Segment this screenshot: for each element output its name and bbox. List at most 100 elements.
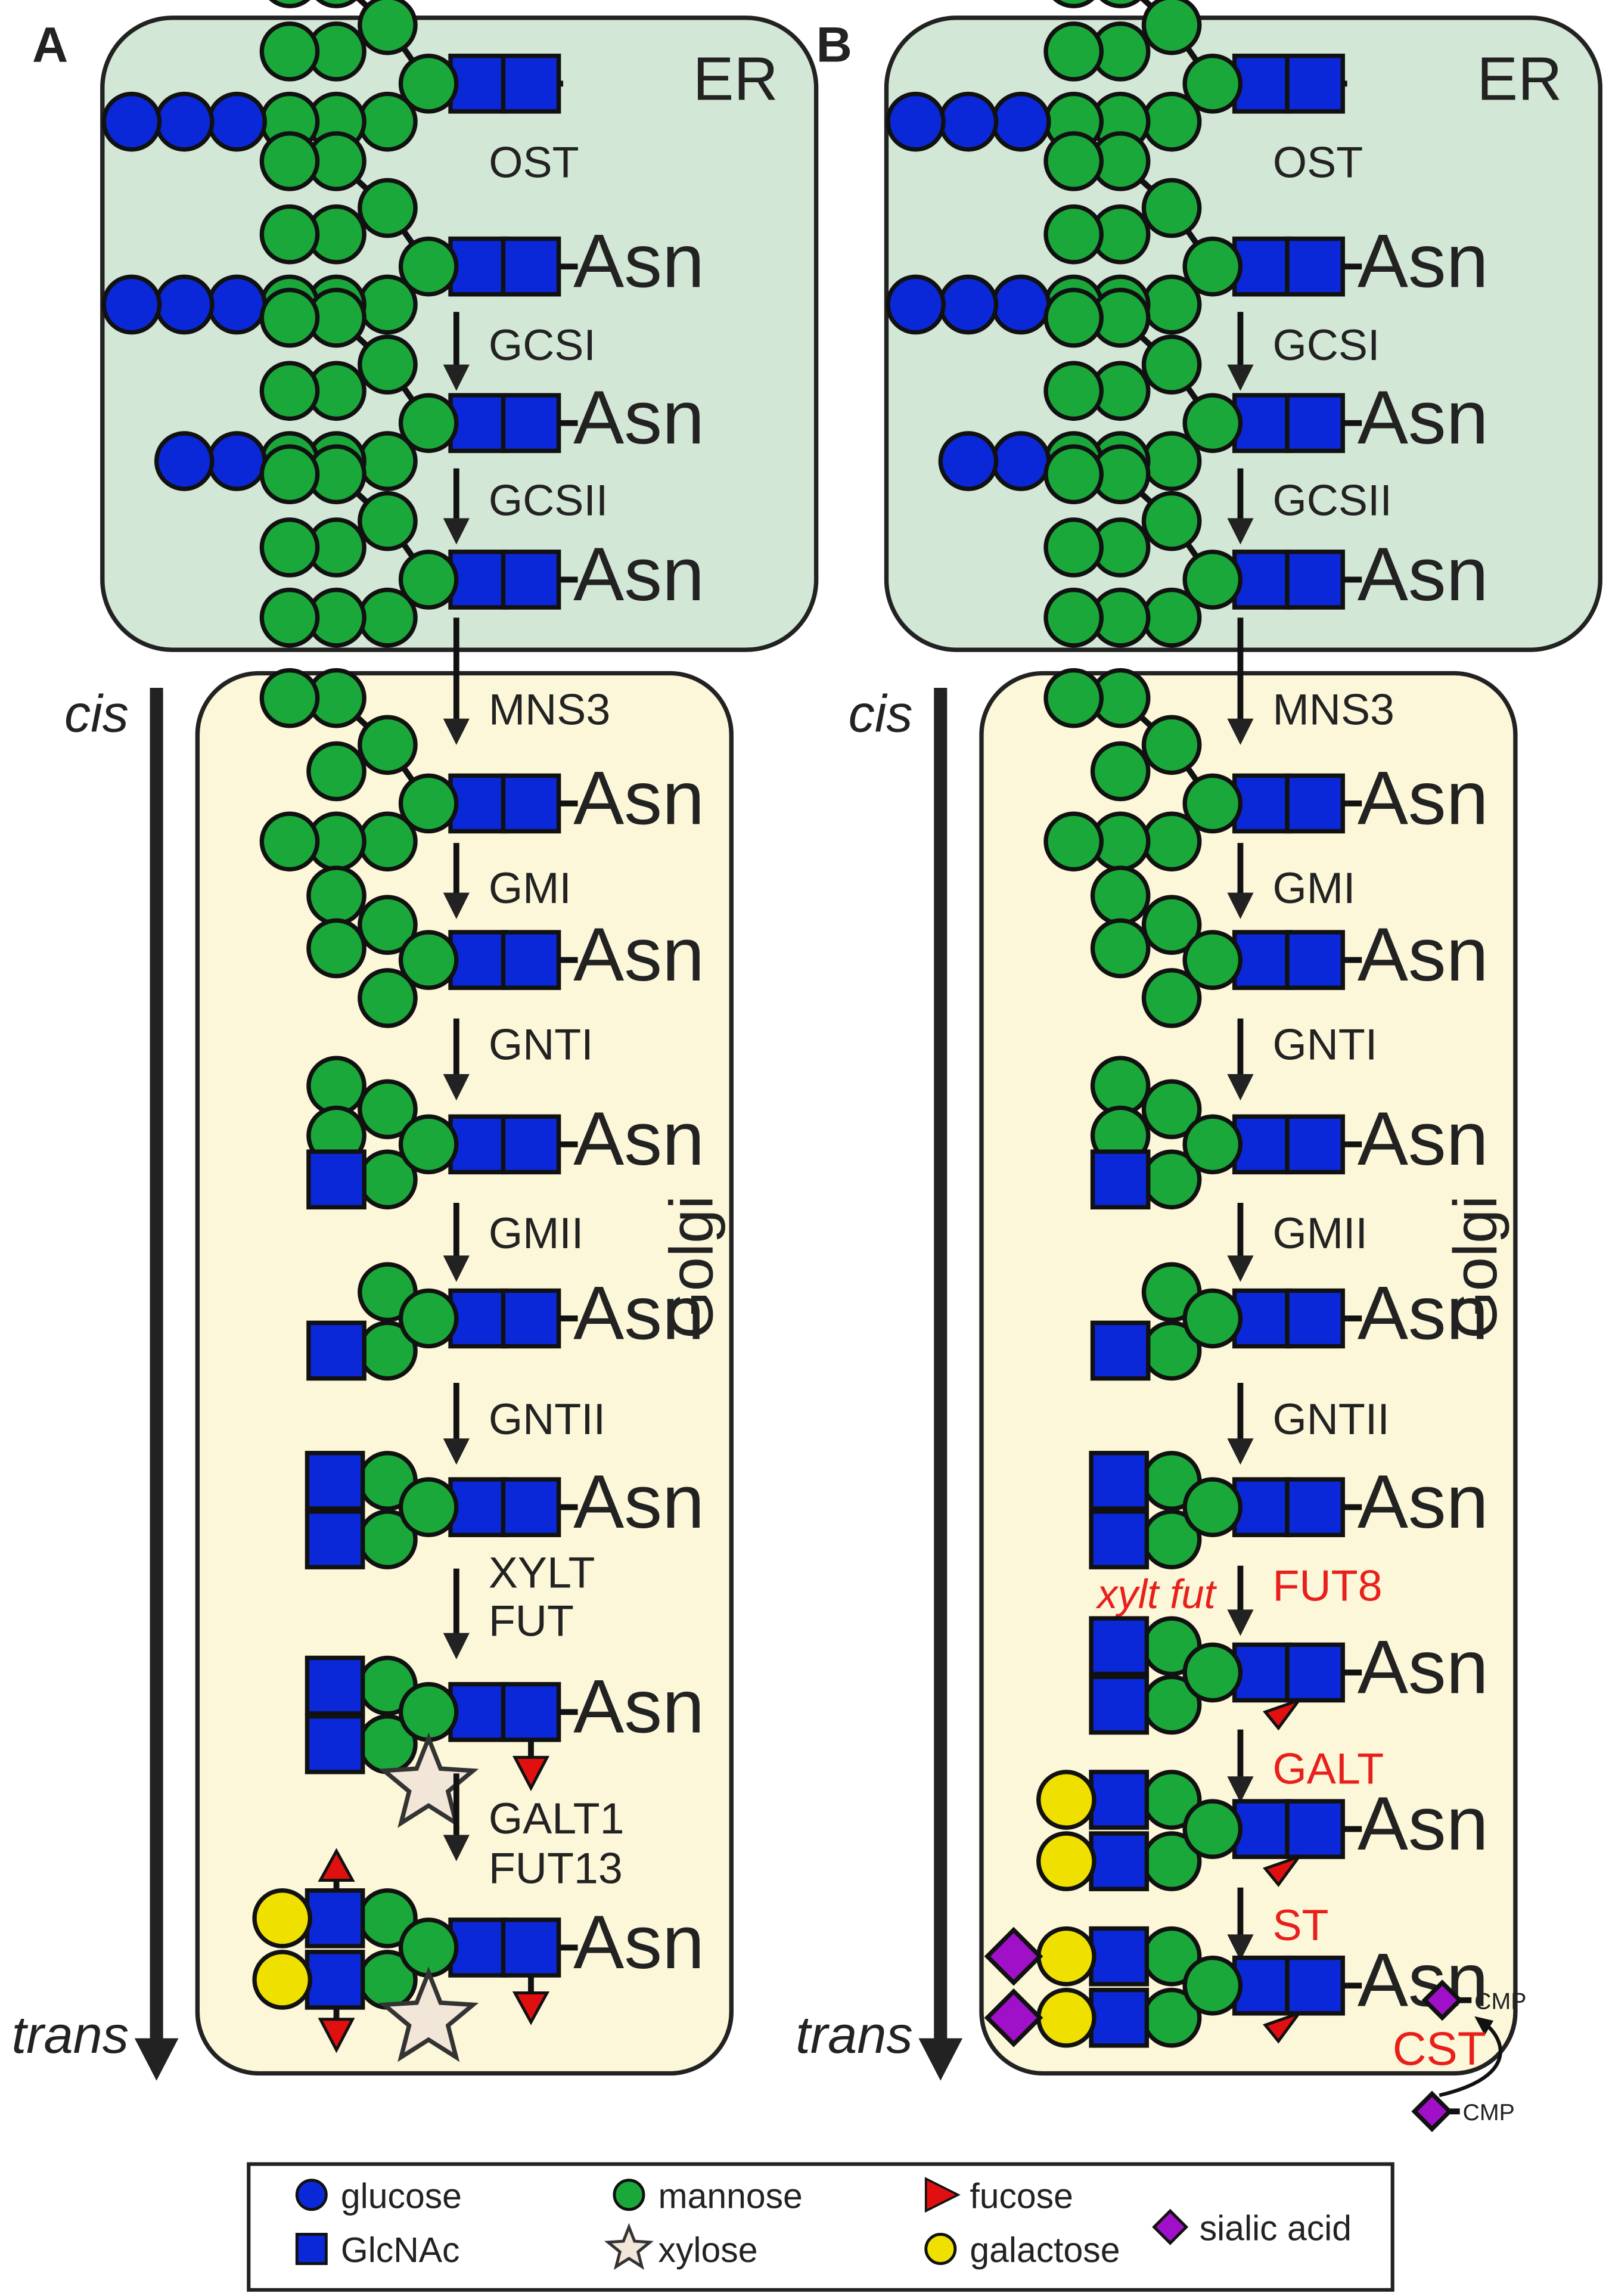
asn-label: Asn	[573, 1096, 704, 1181]
glcnac-square	[1285, 773, 1345, 834]
glcnac-square	[501, 236, 561, 297]
glucose-circle	[207, 91, 267, 152]
mannose-circle	[1043, 21, 1104, 82]
asn-label: Asn	[1358, 1270, 1489, 1355]
mannose-circle	[1053, 0, 1095, 8]
panel-letter: B	[816, 17, 852, 73]
mannose-circle	[259, 444, 320, 504]
glucose-circle	[886, 91, 946, 152]
glcnac-square	[305, 1509, 365, 1569]
mannose-circle	[1182, 1477, 1243, 1537]
step-arrowhead	[1227, 1934, 1254, 1961]
er-label: ER	[693, 44, 778, 113]
legend-label: fucose	[970, 2177, 1073, 2216]
glcnac-square	[501, 1681, 561, 1742]
fucose-triangle	[512, 1755, 550, 1792]
cst-transport-arrow	[1439, 2021, 1502, 2098]
step-arrowhead	[443, 892, 470, 919]
glcnac-square	[1089, 1987, 1150, 2048]
mannose-circle	[398, 1288, 459, 1349]
mannose-circle	[398, 773, 459, 834]
mannose-circle	[1141, 1079, 1202, 1140]
legend-label: xylose	[658, 2231, 758, 2270]
glcnac-square	[1089, 1926, 1150, 1987]
cis-trans-arrowhead	[918, 2038, 963, 2081]
mannose-circle	[398, 550, 459, 610]
mannose-circle	[306, 918, 366, 979]
cis-label: cis	[64, 684, 129, 743]
mannose-circle	[1182, 1642, 1243, 1703]
step-arrowhead	[443, 1438, 470, 1465]
mannose-circle	[1182, 773, 1243, 834]
mannose-circle	[1043, 517, 1104, 578]
glcnac-square	[501, 1288, 561, 1349]
mannose-circle	[1141, 491, 1202, 551]
step-label: GALT	[1272, 1744, 1384, 1794]
mannose-circle	[1043, 587, 1104, 648]
galactose-circle	[1036, 1831, 1097, 1891]
cmp-label: CMP	[1463, 2099, 1515, 2126]
mannose-circle	[306, 1056, 366, 1116]
glucose-circle	[938, 431, 999, 491]
sialic-acid-diamond	[1421, 1979, 1463, 2021]
asn-label: Asn	[1358, 1624, 1489, 1709]
mannose-circle	[259, 21, 320, 82]
step-arrowhead	[1227, 1074, 1254, 1101]
xylose-star	[378, 1732, 479, 1828]
glcnac-square	[501, 53, 561, 114]
asn-label: Asn	[573, 912, 704, 997]
step-arrowhead	[443, 1074, 470, 1101]
step-label: OST	[1273, 137, 1363, 187]
mannose-circle	[1182, 236, 1243, 297]
mannose-circle	[1141, 968, 1202, 1028]
step-arrowhead	[443, 1255, 470, 1282]
mannose-circle	[398, 393, 459, 454]
step-label: GMII	[489, 1208, 584, 1258]
mannose-circle	[259, 204, 320, 265]
glcnac-square	[501, 930, 561, 990]
galactose-circle	[1036, 1926, 1097, 1987]
asn-label: Asn	[573, 1459, 704, 1544]
mannose-circle	[259, 287, 320, 348]
glcnac-square	[305, 1888, 365, 1949]
mannose-circle	[259, 131, 320, 191]
mannose-circle	[1141, 178, 1202, 238]
legend-symbol	[613, 2179, 645, 2211]
mannose-circle	[1090, 741, 1151, 802]
glcnac-square	[305, 1655, 365, 1716]
legend-symbol	[295, 2179, 328, 2211]
mannose-circle	[1182, 393, 1243, 454]
panel-letter: A	[32, 17, 68, 73]
mannose-circle	[269, 0, 310, 8]
step-label: GNTII	[1272, 1394, 1389, 1444]
glcnac-square	[305, 1950, 365, 2010]
fucose-triangle	[318, 1848, 355, 1882]
sialic-acid-diamond	[984, 1988, 1043, 2047]
glucose-circle	[101, 91, 162, 152]
glcnac-square	[448, 53, 508, 114]
glcnac-square	[1089, 1831, 1150, 1891]
glcnac-square	[1232, 1114, 1293, 1175]
asn-label: Asn	[573, 219, 704, 304]
cmp-label: CMP	[1474, 1988, 1526, 2015]
step-arrowhead	[1227, 1255, 1254, 1282]
asn-label: Asn	[1358, 219, 1489, 304]
glcnac-square	[305, 1451, 365, 1511]
legend-label: GlcNAc	[341, 2231, 460, 2270]
glcnac-square	[1285, 1288, 1345, 1349]
asn-label: Asn	[573, 755, 704, 840]
glcnac-square	[1285, 393, 1345, 454]
asn-label: Asn	[1358, 1938, 1489, 2023]
legend-symbol	[1152, 2208, 1189, 2245]
asn-label: Asn	[573, 532, 704, 617]
step-arrowhead	[1227, 364, 1254, 391]
glcnac-square	[1285, 1477, 1345, 1537]
mannose-circle	[1043, 811, 1104, 872]
glcnac-square	[1285, 1955, 1345, 2016]
galactose-circle	[252, 1950, 313, 2010]
step-label: FUT13	[489, 1843, 623, 1892]
mannose-circle	[1090, 1056, 1151, 1116]
mannose-circle	[259, 811, 320, 872]
glcnac-square	[1090, 1149, 1151, 1210]
